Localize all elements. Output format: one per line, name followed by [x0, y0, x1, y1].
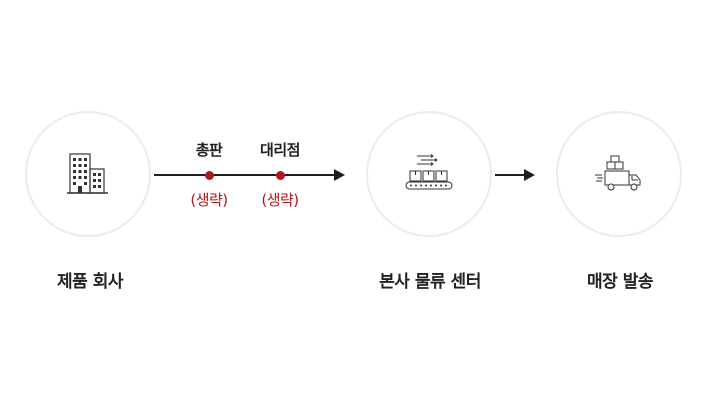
node-hq-logistics-center [366, 111, 492, 237]
stop-name-distributor: 총판 [195, 141, 223, 159]
node-product-company [25, 111, 151, 237]
stop-note-distributor: (생략) [190, 191, 228, 209]
stop-name-agency: 대리점 [260, 141, 300, 159]
arrow-center-to-store [495, 169, 535, 181]
node-store-delivery [556, 111, 682, 237]
stop-dot-agency [275, 170, 285, 180]
label-product-company: 제품 회사 [57, 272, 123, 292]
building-icon [67, 153, 108, 194]
conveyor-belt-icon [405, 154, 453, 190]
arrow-company-to-center [154, 169, 345, 181]
label-hq-logistics-center: 본사 물류 센터 [379, 272, 481, 292]
label-store-delivery: 매장 발송 [587, 272, 653, 292]
stop-note-agency: (생략) [261, 191, 299, 209]
stop-dot-distributor [204, 170, 214, 180]
delivery-truck-icon [595, 155, 641, 191]
